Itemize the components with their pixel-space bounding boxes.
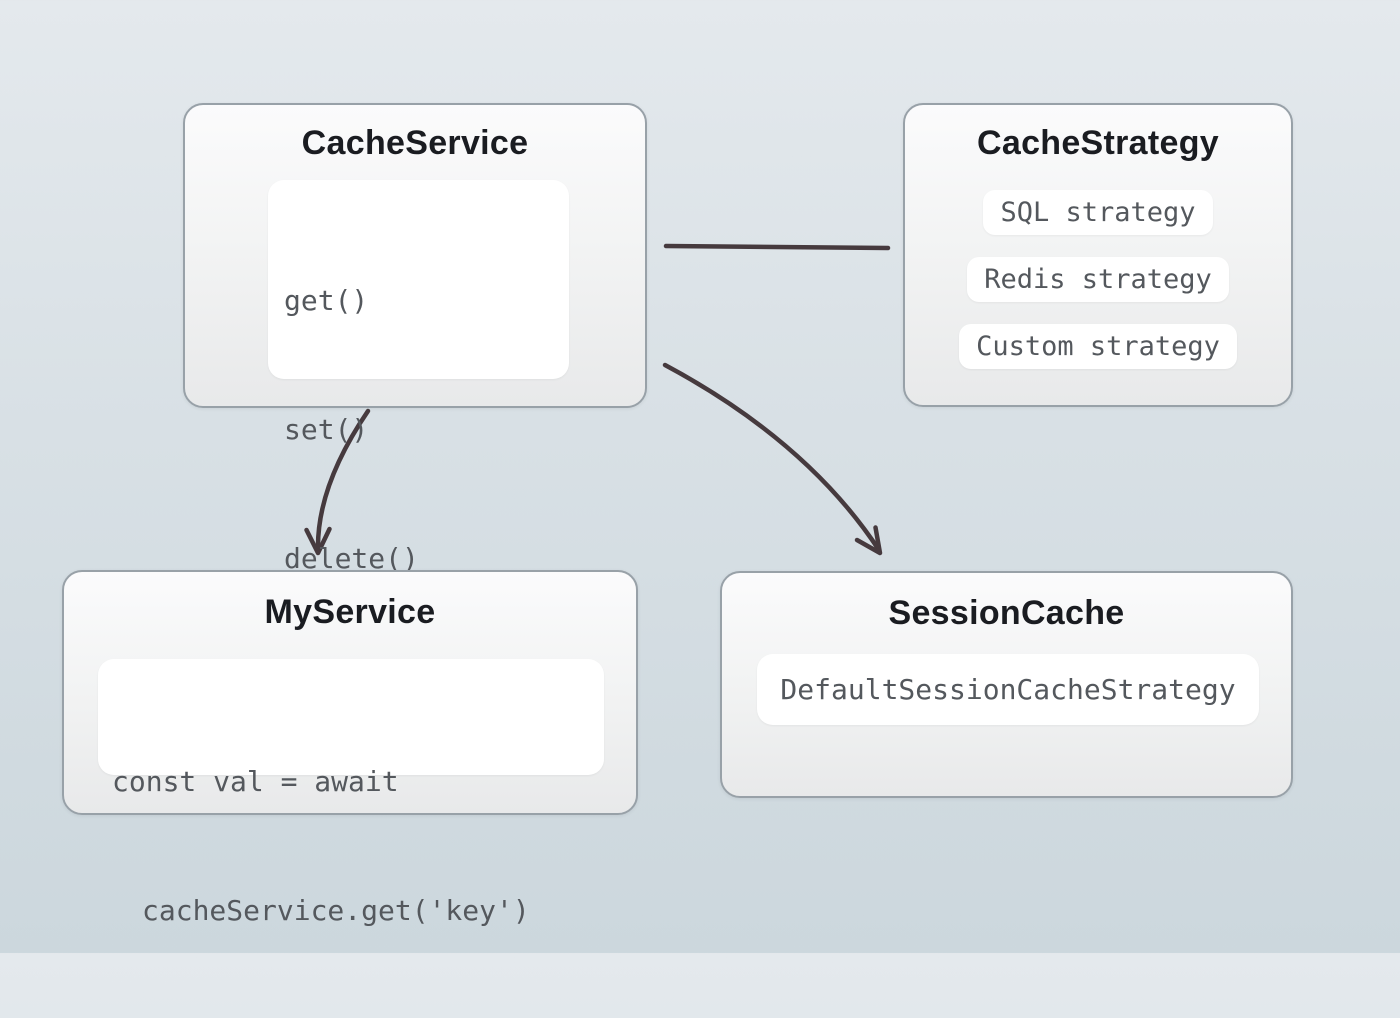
method-delete: delete() bbox=[284, 542, 419, 575]
node-cache-service-methods: get() set() delete() invalidateTags() bbox=[268, 180, 569, 704]
session-cache-strategy-text: DefaultSessionCacheStrategy bbox=[780, 673, 1236, 706]
method-get: get() bbox=[284, 284, 369, 317]
strategy-pill-custom: Custom strategy bbox=[959, 324, 1237, 369]
code-line-1: const val = await bbox=[112, 765, 399, 798]
edge-cacheservice-to-cachestrategy-line bbox=[663, 243, 891, 251]
node-session-cache-strategy: DefaultSessionCacheStrategy bbox=[757, 654, 1259, 725]
node-my-service: MyService const val = await cacheService… bbox=[62, 570, 638, 927]
node-session-cache: SessionCache DefaultSessionCacheStrategy bbox=[720, 571, 1293, 798]
strategy-pill-stack: SQL strategy Redis strategy Custom strat… bbox=[905, 190, 1291, 369]
node-cache-service-title: CacheService bbox=[301, 124, 529, 162]
code-line-2: cacheService.get('key') bbox=[142, 894, 530, 927]
method-set: set() bbox=[284, 413, 369, 446]
strategy-pill-sql: SQL strategy bbox=[983, 190, 1213, 235]
node-my-service-code: const val = await cacheService.get('key'… bbox=[98, 659, 604, 927]
node-my-service-title: MyService bbox=[264, 593, 436, 631]
edge-arrow-cacheservice-to-sessioncache bbox=[662, 362, 883, 556]
node-session-cache-title: SessionCache bbox=[888, 594, 1125, 632]
node-cache-strategy: CacheStrategy SQL strategy Redis strateg… bbox=[903, 103, 1293, 407]
strategy-pill-redis: Redis strategy bbox=[967, 257, 1229, 302]
node-cache-strategy-title: CacheStrategy bbox=[977, 124, 1219, 162]
node-cache-service: CacheService get() set() delete() invali… bbox=[183, 103, 647, 704]
